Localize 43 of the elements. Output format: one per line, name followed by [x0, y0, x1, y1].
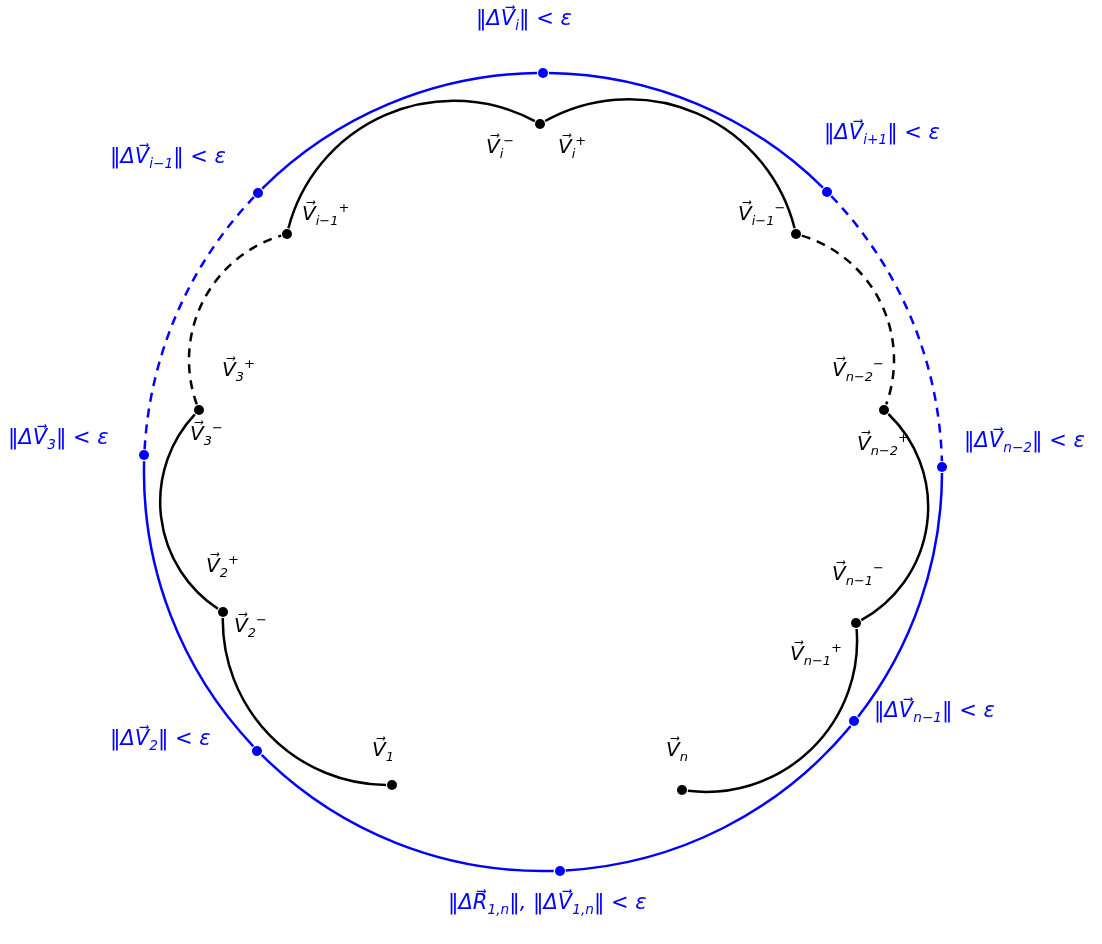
- arc: [565, 725, 852, 872]
- point-marker: [851, 618, 861, 628]
- norm-condition-label: ‖ΔV⃗$_{n−1}$‖ < ε: [874, 698, 995, 726]
- dashed-arc: [830, 195, 944, 462]
- arc: [221, 617, 387, 787]
- point-marker: [791, 229, 801, 239]
- point-marker: [535, 119, 545, 129]
- point-marker: [936, 462, 947, 473]
- dashed-arc: [187, 234, 282, 405]
- norm-condition-label: ‖ΔV⃗$_{3}$‖ < ε: [8, 425, 109, 453]
- norm-condition-label: ‖ΔV⃗$_{i−1}$‖ < ε: [110, 144, 226, 172]
- point-marker: [822, 186, 833, 197]
- arc: [287, 99, 536, 229]
- point-marker: [387, 780, 397, 790]
- point-marker: [538, 68, 548, 78]
- norm-condition-label: ‖ΔV⃗$_{2}$‖ < ε: [110, 726, 211, 754]
- dashed-arc: [143, 196, 255, 450]
- arc: [857, 473, 944, 718]
- norm-condition-label: ‖ΔR⃗$_{1,n}$‖, ‖ΔV⃗$_{1,n}$‖ < ε: [448, 890, 647, 918]
- point-marker: [139, 450, 150, 461]
- norm-condition-label: ‖ΔV⃗$_{n−2}$‖ < ε: [964, 428, 1085, 456]
- point-marker: [554, 865, 565, 876]
- arc: [544, 98, 796, 229]
- dashed-arc: [801, 234, 896, 405]
- norm-condition-label: ‖ΔV⃗$_{i+1}$‖ < ε: [824, 120, 940, 148]
- arc: [860, 413, 930, 622]
- norm-condition-label: ‖ΔV⃗$_{i}$‖ < ε: [476, 6, 572, 34]
- arc: [142, 461, 255, 748]
- point-marker: [677, 785, 687, 795]
- arc: [260, 753, 554, 873]
- point-marker: [252, 745, 263, 756]
- arc: [159, 413, 219, 610]
- point-marker: [879, 405, 889, 415]
- vector-label: V⃗$_{1}$: [372, 737, 394, 765]
- point-marker: [282, 229, 292, 239]
- point-marker: [218, 607, 228, 617]
- arc: [548, 71, 824, 189]
- point-marker: [252, 187, 263, 198]
- arc: [687, 628, 859, 794]
- arc: [261, 71, 538, 190]
- vector-label: V⃗$_{n}$: [666, 737, 688, 765]
- point-marker: [849, 716, 860, 727]
- point-marker: [194, 405, 204, 415]
